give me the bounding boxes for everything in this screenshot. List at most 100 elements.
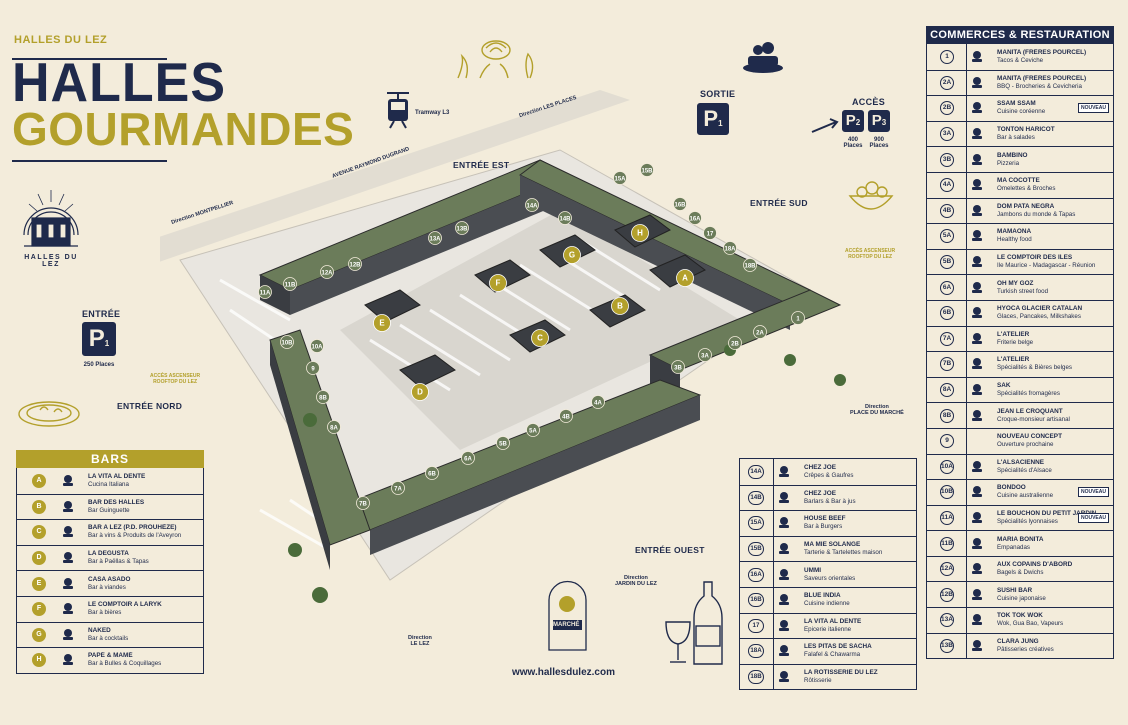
legend-row-divider xyxy=(966,275,967,300)
map-marker-3a[interactable]: 3A xyxy=(698,348,712,362)
map-marker-10a[interactable]: 10A xyxy=(310,339,324,353)
map-marker-d[interactable]: D xyxy=(411,383,429,401)
map-marker-10b[interactable]: 10B xyxy=(280,335,294,349)
legend-name: BAR DES HALLES xyxy=(88,498,145,506)
map-marker-g[interactable]: G xyxy=(563,246,581,264)
parking-p3-badge[interactable]: P3 xyxy=(868,110,890,132)
map-marker-8b[interactable]: 8B xyxy=(316,390,330,404)
map-marker-14a[interactable]: 14A xyxy=(525,198,539,212)
legend-description: Healthy food xyxy=(997,236,1032,244)
map-marker-11a[interactable]: 11A xyxy=(258,285,272,299)
map-marker-5a[interactable]: 5A xyxy=(526,423,540,437)
map-marker-h[interactable]: H xyxy=(631,224,649,242)
map-marker-12a[interactable]: 12A xyxy=(320,265,334,279)
map-marker-5b[interactable]: 5B xyxy=(496,436,510,450)
map-marker-circle xyxy=(316,390,330,404)
map-marker-b[interactable]: B xyxy=(611,297,629,315)
wall-north-front xyxy=(290,175,570,315)
map-marker-18b[interactable]: 18B xyxy=(743,258,757,272)
map-marker-15b[interactable]: 15B xyxy=(640,163,654,177)
parking-p2-badge[interactable]: P2 xyxy=(842,110,864,132)
map-marker-c[interactable]: C xyxy=(531,329,549,347)
map-marker-18a[interactable]: 18A xyxy=(723,241,737,255)
page-title-line2: GOURMANDES xyxy=(12,103,355,155)
parking-entree-label: ENTRÉE xyxy=(82,309,121,319)
map-marker-2b[interactable]: 2B xyxy=(728,336,742,350)
bottle-icon xyxy=(58,523,78,541)
map-marker-16b[interactable]: 16B xyxy=(673,197,687,211)
map-marker-13b[interactable]: 13B xyxy=(455,221,469,235)
parking-sortie-badge[interactable]: P1 xyxy=(697,103,729,135)
map-marker-12b[interactable]: 12B xyxy=(348,257,362,271)
map-marker-13a[interactable]: 13A xyxy=(428,231,442,245)
map-marker-3b[interactable]: 3B xyxy=(671,360,685,374)
website-link[interactable]: www.hallesdulez.com xyxy=(512,667,615,678)
map-marker-7b[interactable]: 7B xyxy=(356,496,370,510)
map-marker-17[interactable]: 17 xyxy=(703,226,717,240)
map-marker-9[interactable]: 9 xyxy=(306,361,320,375)
map-marker-6b[interactable]: 6B xyxy=(425,466,439,480)
legend-name: HYOCA GLACIER CATALAN xyxy=(997,305,1083,313)
map-marker-4b[interactable]: 4B xyxy=(559,409,573,423)
map-marker-f[interactable]: F xyxy=(489,274,507,292)
map-marker-16a[interactable]: 16A xyxy=(688,211,702,225)
map-marker-15a[interactable]: 15A xyxy=(613,171,627,185)
parking-entree-badge[interactable]: P1 xyxy=(82,322,116,356)
map-marker-7a[interactable]: 7A xyxy=(391,481,405,495)
legend-description: Jambons du monde & Tapas xyxy=(997,210,1076,218)
map-marker-11b[interactable]: 11B xyxy=(283,277,297,291)
map-marker-a[interactable]: A xyxy=(676,269,694,287)
map-marker-8a[interactable]: 8A xyxy=(327,420,341,434)
map-marker-2a[interactable]: 2A xyxy=(753,325,767,339)
map-marker-e[interactable]: E xyxy=(373,314,391,332)
map-marker-1[interactable]: 1 xyxy=(791,311,805,325)
map-marker-4a[interactable]: 4A xyxy=(591,395,605,409)
cow-icon xyxy=(967,355,987,373)
map-marker-14b[interactable]: 14B xyxy=(558,211,572,225)
map-marker-6a[interactable]: 6A xyxy=(461,451,475,465)
